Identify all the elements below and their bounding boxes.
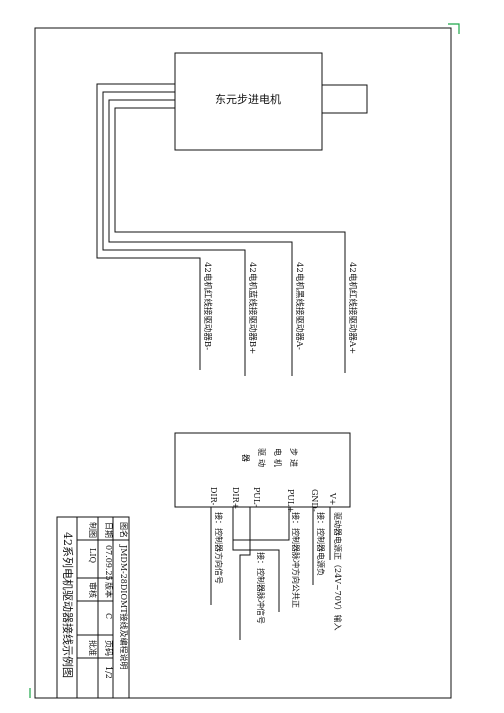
tb-row3-label3: 批准	[88, 640, 98, 656]
note-gnd: 接：控制器电源负	[316, 512, 326, 576]
lead-b-plus	[102, 91, 246, 376]
tb-row2-value1: 07.09.25	[104, 545, 113, 581]
motor-shaft	[321, 84, 368, 114]
tb-main-title: 42系列电机驱动器接线示例图	[61, 532, 75, 678]
note-dir-minus: 接：控制器方向信号	[214, 512, 224, 584]
terminal-dir-minus: DIR-	[209, 487, 218, 506]
tb-row2-label3: 页码	[104, 640, 113, 656]
terminal-pul-minus: PUL-	[252, 487, 261, 507]
svg-text:器: 器	[241, 454, 250, 462]
wire-dir-plus	[232, 507, 280, 612]
driver-box	[174, 432, 351, 508]
lead-label-b-minus: 42电机红线接驱动器B-	[202, 262, 213, 350]
note-pul-minus: 接：控制器脉冲信号	[256, 552, 266, 624]
svg-text:动: 动	[257, 459, 267, 467]
svg-text:驱: 驱	[257, 448, 266, 456]
terminal-v-plus: V+	[328, 492, 337, 505]
svg-text:机: 机	[273, 459, 283, 467]
lead-a-minus	[108, 99, 293, 376]
tb-row3-label1: 制图	[88, 522, 98, 538]
tb-row1-value: JMDM-28DIOMT接线及编程说明	[119, 544, 129, 670]
lead-label-a-minus: 42电机黑线接驱动器A-	[294, 262, 305, 350]
driver-title: 步 进 电 机 驱 动 器	[241, 448, 298, 467]
lead-label-b-plus: 42电机蓝线接驱动器B+	[247, 262, 258, 354]
tb-row2-value2: C	[104, 613, 113, 619]
terminal-gnd: GND-	[310, 489, 319, 512]
tb-row2-value3: 1/2	[104, 666, 113, 679]
corner-mark-top-right	[448, 23, 460, 34]
tb-row3-label2: 审核	[88, 582, 98, 598]
svg-text:进: 进	[289, 459, 298, 467]
tb-row2-label2: 版本	[104, 582, 114, 598]
lead-b-minus	[96, 83, 201, 370]
tb-row2-label1: 日期	[104, 522, 113, 538]
motor-label: 东元步进电机	[215, 92, 281, 106]
wire-pul-minus	[239, 507, 251, 640]
lead-label-a-plus: 42电机红线接驱动器A+	[347, 262, 358, 354]
terminal-dir-plus: DIR+	[231, 487, 240, 509]
wire-pul-plus	[232, 507, 290, 548]
tb-row3-value1: LIQ	[88, 548, 97, 563]
motor-body	[174, 52, 323, 151]
note-v-plus: 驱动器电源正（24V~70V）输入	[333, 512, 343, 631]
tb-row1-label: 图名	[119, 522, 129, 538]
svg-text:步: 步	[289, 448, 298, 456]
svg-text:电: 电	[273, 448, 283, 456]
note-pul-plus: 接：控制器脉冲方向公共正	[291, 512, 301, 608]
drawing-frame	[34, 27, 452, 699]
terminal-pul-plus: PUL+	[286, 489, 295, 513]
title-block	[56, 516, 130, 699]
lead-a-plus	[114, 107, 346, 373]
